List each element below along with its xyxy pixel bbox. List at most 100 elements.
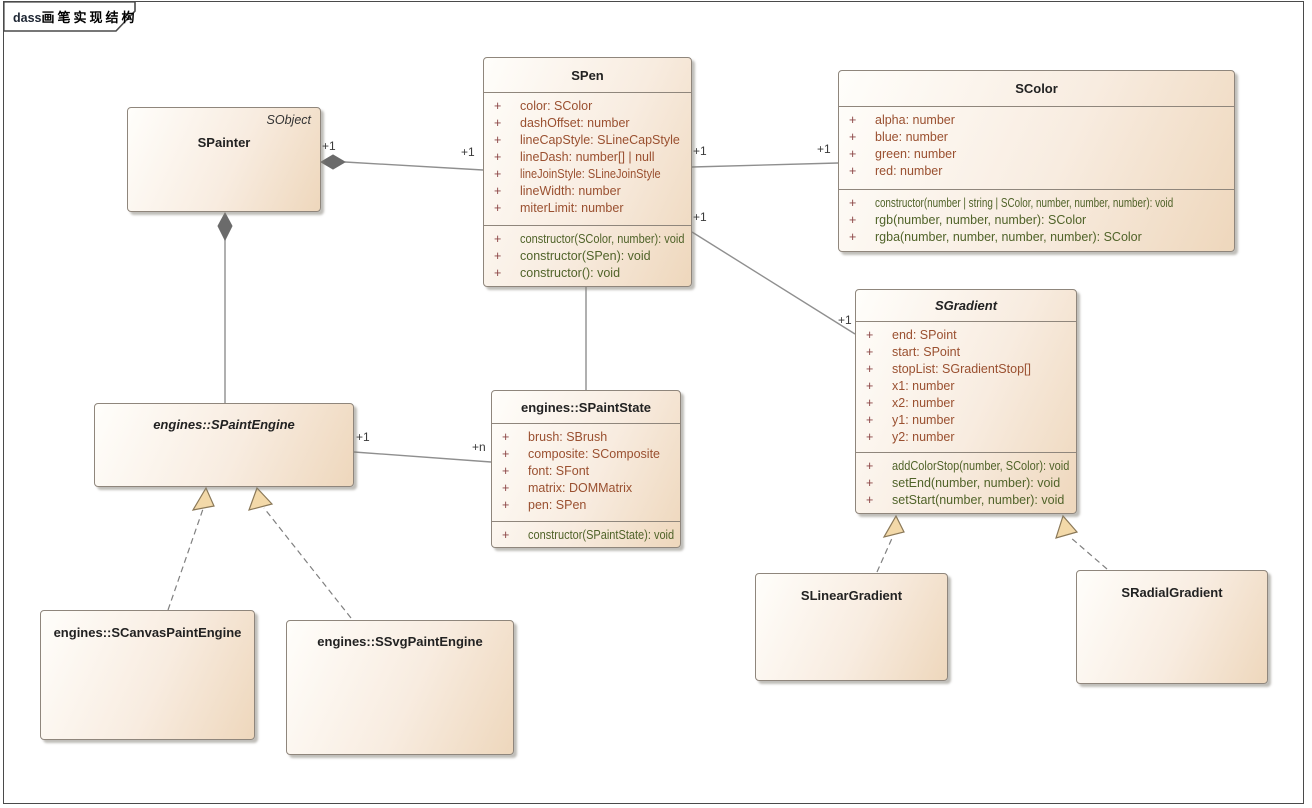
method-row: +setStart(number, number): void — [856, 492, 1076, 509]
generalization-triangle-icon — [1055, 514, 1079, 539]
method-row: +rgba(number, number, number, number): S… — [839, 229, 1234, 246]
connector-lineargradient-generalization[interactable] — [876, 514, 905, 573]
connector-pen-gradient-association[interactable] — [691, 231, 856, 335]
visibility-public: + — [494, 133, 502, 147]
visibility-public: + — [866, 413, 874, 427]
multiplicity-pen-color-source: +1 — [693, 144, 707, 158]
generalization-triangle-icon — [882, 514, 905, 538]
attribute-row: +miterLimit: number — [484, 200, 691, 217]
connector-svgengine-generalization[interactable] — [248, 486, 352, 619]
class-scolor[interactable]: SColor +alpha: number +blue: number +gre… — [838, 70, 1235, 252]
method-row: +constructor(SPaintState): void — [492, 527, 680, 544]
attribute-row: +x2: number — [856, 395, 1076, 412]
class-title-spen: SPen — [571, 67, 604, 83]
class-spaintengine[interactable]: engines::SPaintEngine — [94, 403, 354, 487]
attribute-row: +x1: number — [856, 378, 1076, 395]
class-sgradient[interactable]: SGradient +end: SPoint +start: SPoint +s… — [855, 289, 1077, 514]
connector-radialgradient-generalization[interactable] — [1055, 514, 1108, 570]
visibility-public: + — [494, 249, 502, 263]
multiplicity-painter-pen-source: +1 — [322, 139, 336, 153]
connector-pen-color-association[interactable] — [691, 162, 839, 168]
generalization-triangle-icon — [191, 486, 215, 511]
visibility-public: + — [849, 130, 857, 144]
method-row: +addColorStop(number, SColor): void — [856, 458, 1076, 475]
attribute-row: +dashOffset: number — [484, 115, 691, 132]
class-ssvgpaintengine[interactable]: engines::SSvgPaintEngine — [286, 620, 514, 755]
visibility-public: + — [494, 167, 502, 181]
method-row: +constructor(): void — [484, 265, 691, 282]
method-row: +rgb(number, number, number): SColor — [839, 212, 1234, 229]
multiplicity-pen-gradient-target: +1 — [838, 313, 852, 327]
scolor-methods: +constructor(number | string | SColor, n… — [839, 189, 1234, 251]
connector-painter-pen-composition[interactable] — [320, 154, 484, 171]
visibility-public: + — [494, 184, 502, 198]
attribute-row: +end: SPoint — [856, 327, 1076, 344]
visibility-public: + — [494, 232, 502, 246]
multiplicity-pen-color-target: +1 — [817, 142, 831, 156]
visibility-public: + — [494, 116, 502, 130]
method-row: +setEnd(number, number): void — [856, 475, 1076, 492]
diagram-tab-title-prefix: dass — [13, 11, 42, 25]
visibility-public: + — [849, 196, 857, 210]
class-title-sgradient: SGradient — [934, 298, 998, 313]
visibility-public: + — [502, 498, 510, 512]
class-title-spaintstate: engines::SPaintState — [520, 399, 652, 415]
connector-canvasengine-generalization[interactable] — [167, 486, 215, 611]
diagram-tab-shape — [3, 1, 136, 32]
method-row: +constructor(number | string | SColor, n… — [839, 195, 1234, 212]
multiplicity-pen-gradient-source: +1 — [693, 210, 707, 224]
diagram-tab[interactable]: dass画笔实现结构 — [13, 7, 138, 27]
class-scanvaspaintengine[interactable]: engines::SCanvasPaintEngine — [40, 610, 255, 740]
class-spen[interactable]: SPen +color: SColor +dashOffset: number … — [483, 57, 692, 287]
attribute-row: +y2: number — [856, 429, 1076, 446]
visibility-public: + — [502, 430, 510, 444]
composition-diamond-icon — [320, 154, 346, 170]
method-row: +constructor(SColor, number): void — [484, 231, 691, 248]
sgradient-attributes: +end: SPoint +start: SPoint +stopList: S… — [856, 321, 1076, 452]
attribute-row: +lineWidth: number — [484, 183, 691, 200]
visibility-public: + — [866, 430, 874, 444]
visibility-public: + — [849, 213, 857, 227]
spaintstate-methods: +constructor(SPaintState): void — [492, 521, 680, 547]
visibility-public: + — [502, 481, 510, 495]
attribute-row: +lineJoinStyle: SLineJoinStyle — [484, 166, 691, 183]
visibility-public: + — [502, 464, 510, 478]
spaintstate-attributes: +brush: SBrush +composite: SComposite +f… — [492, 423, 680, 521]
class-slineargradient[interactable]: SLinearGradient — [755, 573, 948, 681]
visibility-public: + — [849, 164, 857, 178]
attribute-row: +pen: SPen — [492, 497, 680, 514]
diagram-tab-title: 画笔实现结构 — [41, 10, 138, 25]
visibility-public: + — [502, 528, 510, 542]
visibility-public: + — [866, 379, 874, 393]
multiplicity-engine-state-source: +1 — [356, 430, 370, 444]
attribute-row: +alpha: number — [839, 112, 1234, 129]
sgradient-methods: +addColorStop(number, SColor): void +set… — [856, 452, 1076, 513]
connector-paintengine-paintstate-association[interactable] — [353, 451, 492, 463]
composition-diamond-icon — [217, 211, 233, 242]
attribute-row: +lineCapStyle: SLineCapStyle — [484, 132, 691, 149]
visibility-public: + — [866, 476, 874, 490]
visibility-public: + — [849, 147, 857, 161]
visibility-public: + — [494, 201, 502, 215]
class-sradialgradient[interactable]: SRadialGradient — [1076, 570, 1268, 684]
generalization-triangle-icon — [248, 486, 274, 511]
visibility-public: + — [866, 345, 874, 359]
class-title-slineargradient: SLinearGradient — [800, 588, 903, 603]
visibility-public: + — [866, 493, 874, 507]
diagram-frame — [3, 1, 1304, 804]
visibility-public: + — [494, 266, 502, 280]
class-spaintstate[interactable]: engines::SPaintState +brush: SBrush +com… — [491, 390, 681, 548]
class-title-ssvgpaintengine: engines::SSvgPaintEngine — [317, 634, 483, 649]
visibility-public: + — [866, 362, 874, 376]
class-spainter[interactable]: SObject SPainter — [127, 107, 321, 212]
connector-painter-paintengine-composition[interactable] — [217, 211, 233, 403]
spen-methods: +constructor(SColor, number): void +cons… — [484, 225, 691, 286]
attribute-row: +green: number — [839, 146, 1234, 163]
scolor-attributes: +alpha: number +blue: number +green: num… — [839, 106, 1234, 189]
visibility-public: + — [494, 99, 502, 113]
method-row: +constructor(SPen): void — [484, 248, 691, 265]
attribute-row: +color: SColor — [484, 98, 691, 115]
class-title-spaintengine: engines::SPaintEngine — [153, 417, 295, 432]
attribute-row: +brush: SBrush — [492, 429, 680, 446]
